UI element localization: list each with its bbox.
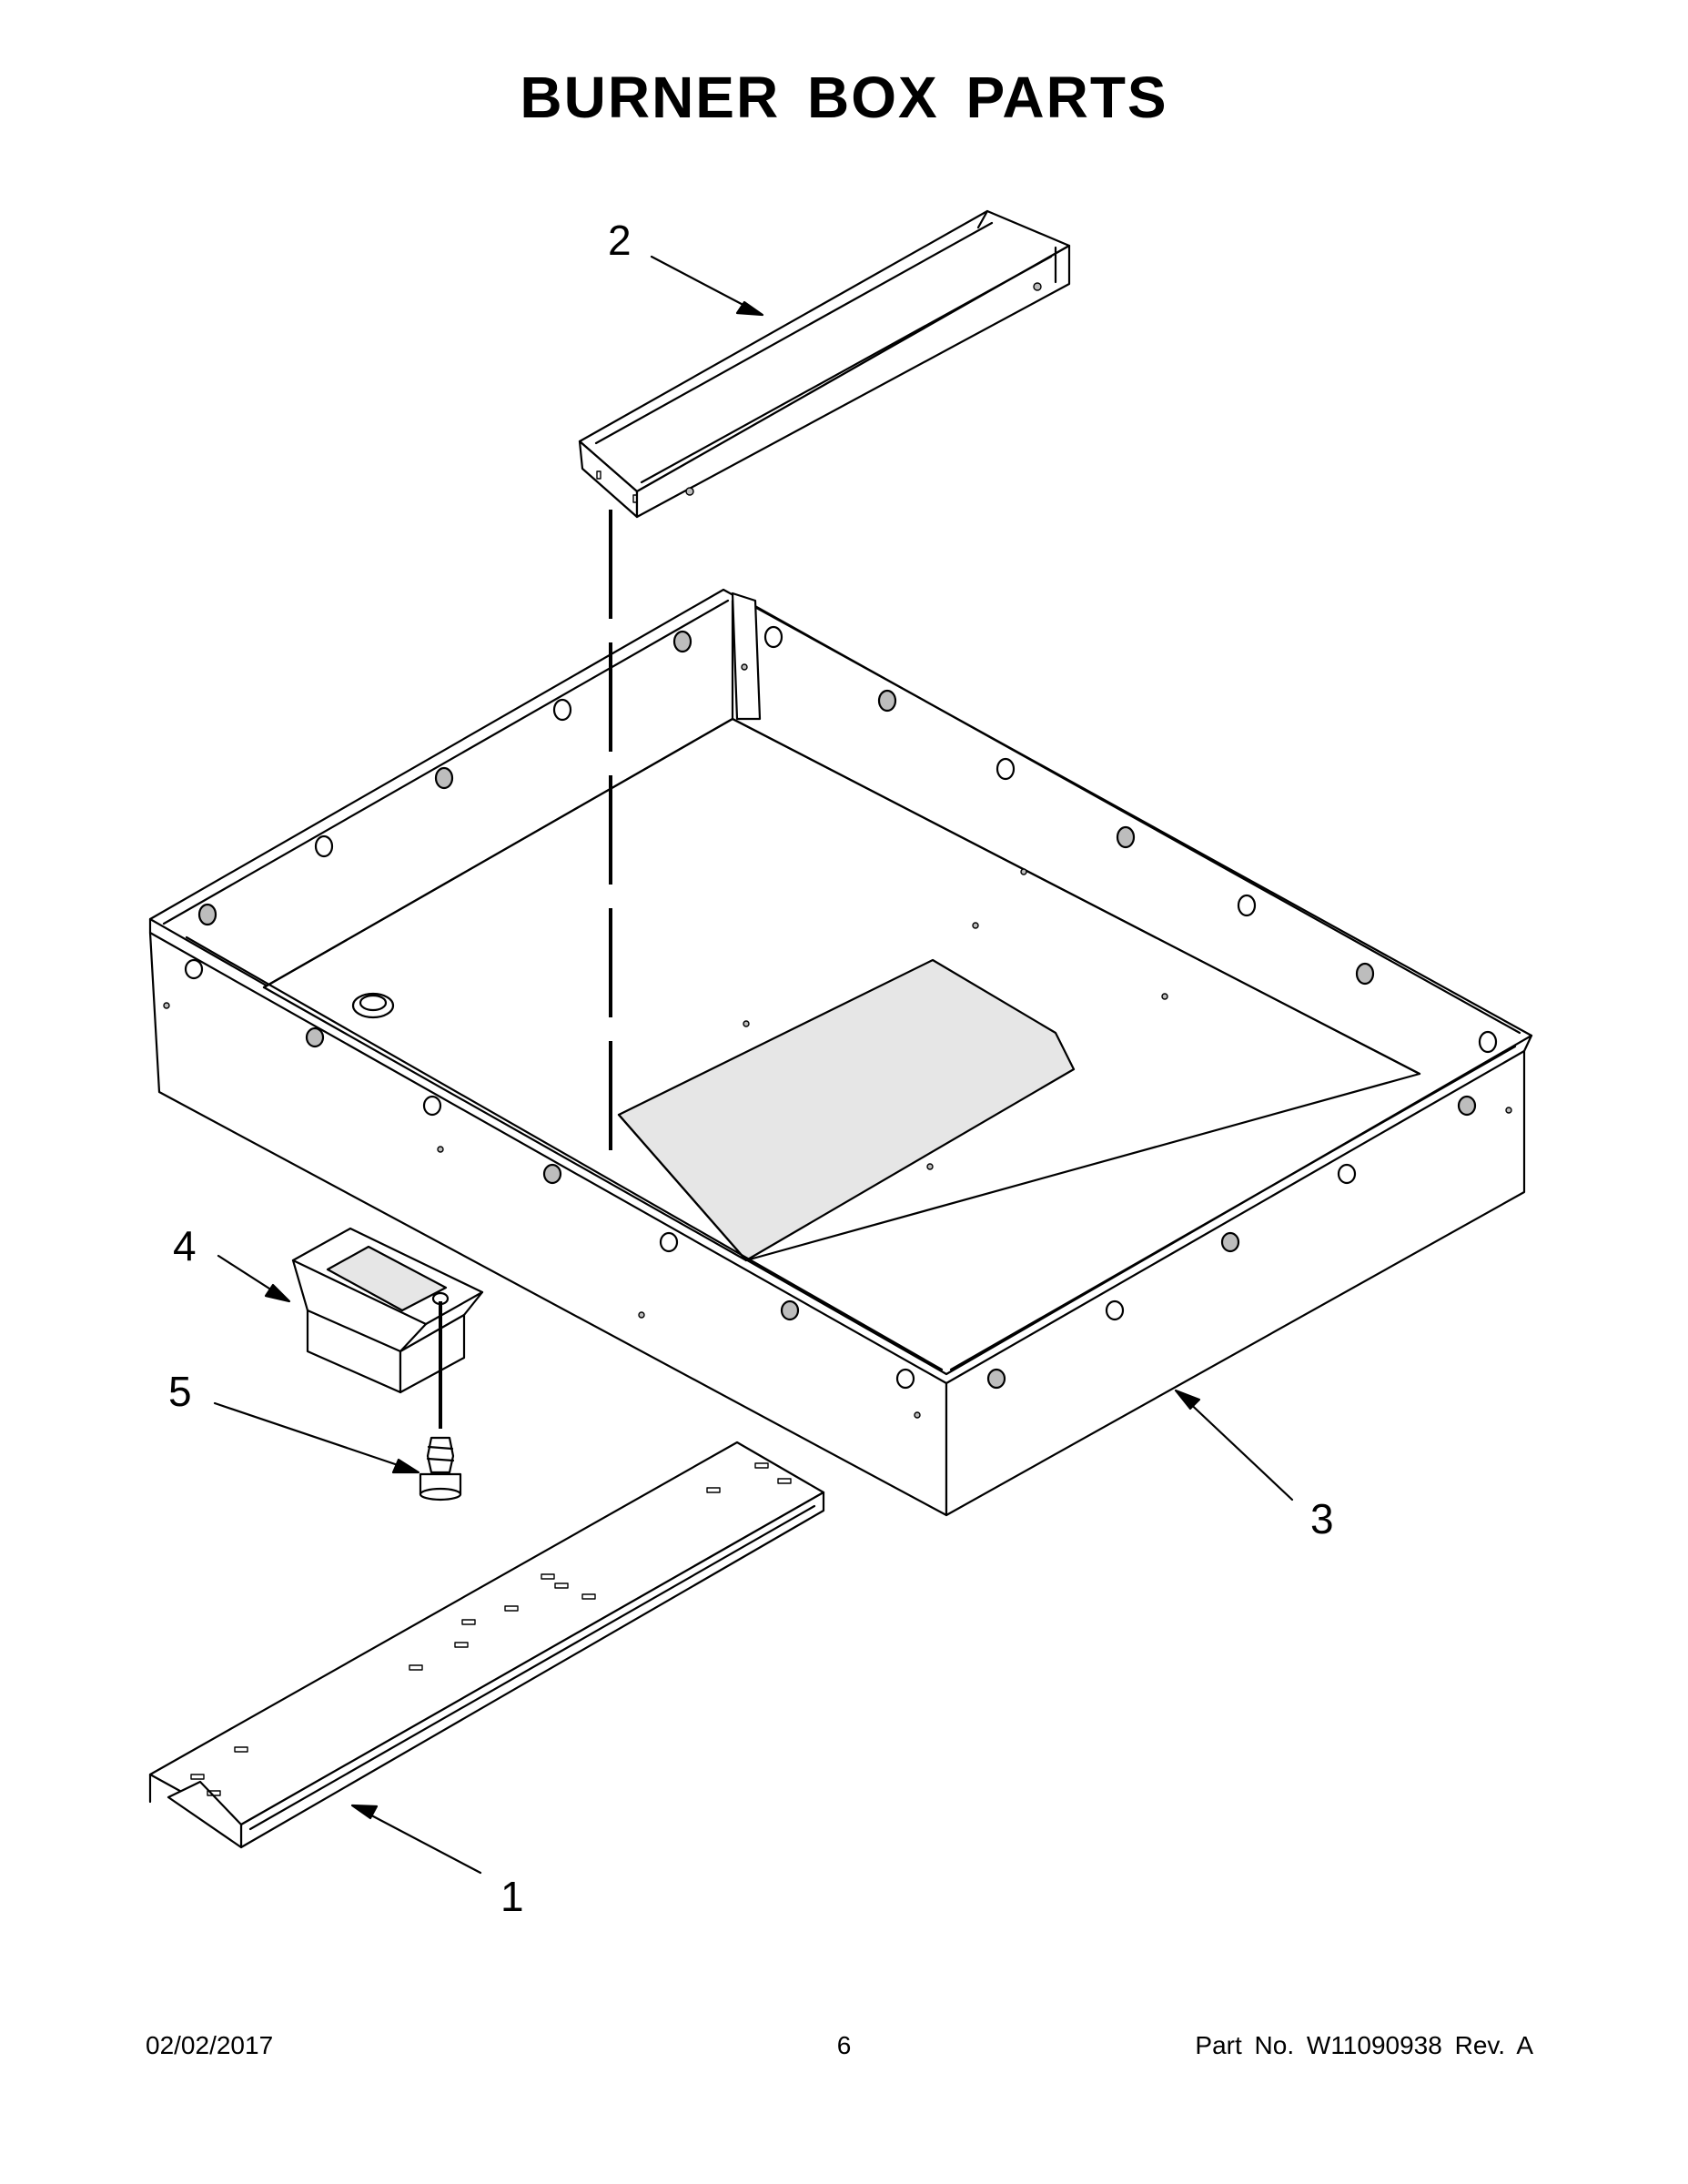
page-title: BURNER BOX PARTS bbox=[520, 65, 1168, 130]
footer-page-number: 6 bbox=[836, 2031, 852, 2059]
screw-part bbox=[213, 1401, 462, 1502]
small-holes bbox=[163, 663, 1512, 1419]
rim-holes bbox=[184, 625, 1498, 1390]
burner-box-part bbox=[148, 588, 1533, 1517]
top-channel-part bbox=[578, 209, 1071, 519]
footer-part-number: Part No. W11090938 Rev. A bbox=[1195, 2031, 1533, 2059]
callout-4: 4 bbox=[173, 1222, 197, 1269]
callout-1: 1 bbox=[500, 1873, 524, 1920]
lower-rail-part bbox=[148, 1441, 825, 1875]
callout-2: 2 bbox=[608, 217, 632, 264]
bracket-part bbox=[217, 1227, 484, 1394]
footer-date: 02/02/2017 bbox=[146, 2031, 274, 2059]
callout-3: 3 bbox=[1310, 1495, 1334, 1542]
rail-slots bbox=[190, 1462, 792, 1796]
callout-5: 5 bbox=[168, 1368, 192, 1415]
